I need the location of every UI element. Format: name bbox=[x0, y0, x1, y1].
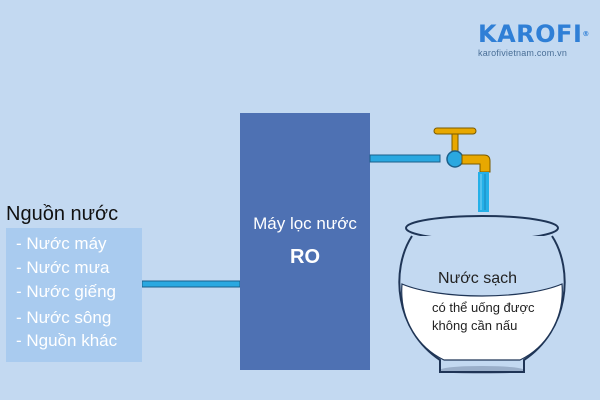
logo-name: KAROFI® bbox=[478, 22, 590, 46]
source-list: - Nước máy - Nước mưa - Nước giếng - Nướ… bbox=[6, 228, 142, 362]
faucet-icon bbox=[433, 127, 491, 173]
water-stream bbox=[478, 172, 489, 212]
logo-text: KAROFI bbox=[478, 20, 583, 48]
source-item: - Nước mưa bbox=[16, 258, 110, 277]
output-line: không cần nấu bbox=[432, 318, 518, 333]
inlet-pipe bbox=[141, 280, 241, 288]
source-item: - Nước máy bbox=[16, 234, 107, 253]
logo-registered-mark: ® bbox=[582, 30, 590, 38]
source-item: - Nguồn khác bbox=[16, 331, 118, 350]
machine-title: Máy lọc nước bbox=[253, 214, 357, 233]
water-bowl bbox=[398, 215, 566, 374]
output-line: có thể uống được bbox=[432, 300, 535, 315]
logo-url: karofivietnam.com.vn bbox=[478, 48, 568, 58]
karofi-logo[interactable]: KAROFI® karofivietnam.com.vn bbox=[478, 22, 590, 58]
outlet-pipe bbox=[369, 154, 441, 163]
source-item: - Nước giếng bbox=[16, 282, 117, 301]
output-title: Nước sạch bbox=[438, 270, 517, 287]
machine-subtitle: RO bbox=[290, 246, 320, 268]
source-item: - Nước sông bbox=[16, 308, 112, 327]
source-title: Nguồn nước bbox=[6, 203, 119, 225]
ro-machine bbox=[240, 113, 370, 370]
